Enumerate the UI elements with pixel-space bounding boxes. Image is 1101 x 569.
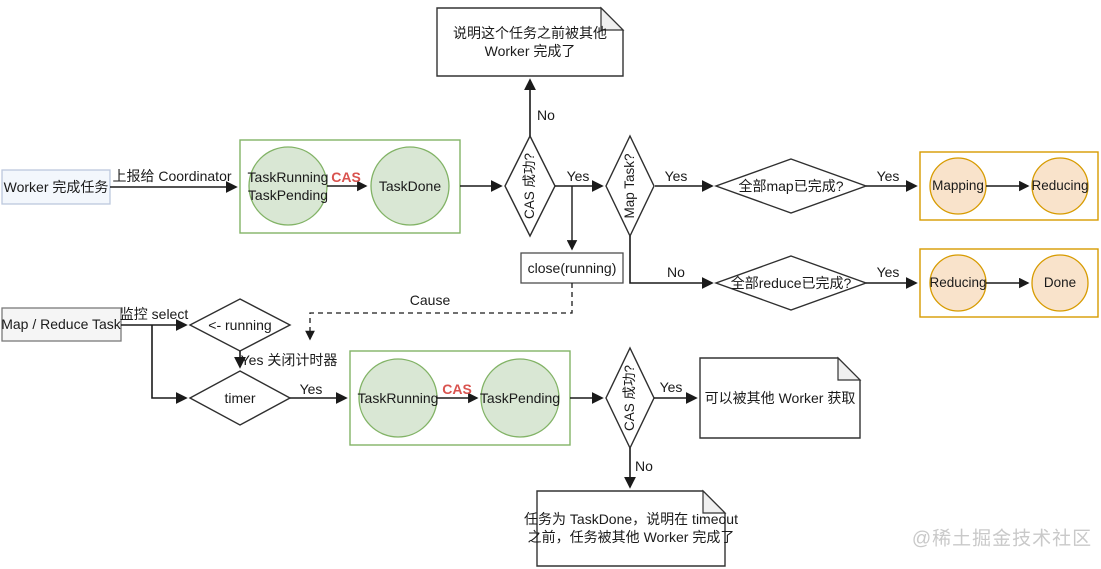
decision-all-map-done-label: 全部map已完成? [738,177,844,194]
edge-label-yes-cas-bottom: Yes [659,378,683,395]
state-taskpending-circle [480,358,560,438]
note-timeout-line1: 任务为 TaskDone，说明在 timeout [524,510,738,527]
state-reducing-top-label: Reducing [1031,178,1089,194]
decision-all-reduce-done-label: 全部reduce已完成? [730,274,852,291]
state-taskpending-label: TaskPending [479,389,561,406]
note-available-shape [699,357,861,439]
state-mapping-label: Mapping [932,178,984,194]
state-line1: TaskRunning [247,168,329,185]
edge-label-report: 上报给 Coordinator [112,167,232,184]
decision-timer-label: timer [224,389,256,406]
edge-label-no-cas-bottom: No [635,457,653,474]
watermark: @稀土掘金技术社区 [911,528,1093,550]
note-timeout-line2: 之前，任务被其他 Worker 完成了 [527,529,735,545]
edge-label-yes-allreduce: Yes [876,263,900,280]
decision-map-task-label: Map Task? [622,153,638,219]
edge-label-no-top: No [537,106,555,123]
decision-timer [188,370,292,426]
state-taskrunning-taskpending-label: TaskRunning TaskPending [248,168,329,204]
edge-branch-to-timer [151,325,188,404]
decision-all-reduce-done [713,255,869,311]
edge-label-yes-close-timer: Yes 关闭计时器 [240,351,338,368]
edge-label-yes-cas-top: Yes [566,167,590,184]
decision-all-map-done [713,158,869,214]
cas-label-bottom: CAS [442,380,472,397]
map-reduce-task-box [1,307,122,342]
worker-done-box [1,169,111,205]
state-done-label: Done [1043,275,1077,291]
state-done-circle [1031,254,1089,312]
decision-cas-success-top-label: CAS 成功? [522,152,538,220]
close-running-label: close(running) [527,259,617,276]
state-taskrunning-label: TaskRunning [357,389,439,406]
state-taskdone-label: TaskDone [378,177,442,194]
decision-cas-success-top [504,134,556,238]
edge-label-monitor-select: 监控 select [119,305,189,322]
note-fold-icon [702,489,727,514]
note-completed-by-other-shape [436,7,624,77]
note-fold-icon [837,356,862,381]
edge-label-cause: Cause [409,291,451,308]
state-reducing-circle-top [1031,157,1089,215]
edge-label-yes-allmap: Yes [876,167,900,184]
edge-label-yes-maptask: Yes [664,167,688,184]
edge-label-no-maptask: No [667,263,685,280]
cas-label-top: CAS [331,168,361,185]
note-completed-by-other-text: 说明这个任务之前被其他 Worker 完成了 [453,24,607,59]
state-reducing-bottom-label: Reducing [929,275,987,291]
state-line2: TaskPending [247,187,329,203]
edge-label-yes-timer: Yes [299,380,323,397]
state-taskdone-circle [370,146,450,226]
worker-done-label: Worker 完成任务 [3,178,109,195]
edge-maptask-no [629,236,714,289]
decision-cas-success-bottom-label: CAS 成功? [622,364,638,432]
note-timeout-text: 任务为 TaskDone，说明在 timeout 之前，任务被其他 Worker… [524,510,738,546]
note-available-text: 可以被其他 Worker 获取 [704,389,856,406]
map-reduce-task-label: Map / Reduce Task [1,315,121,332]
note-timeout-shape [536,490,726,567]
decision-recv-running-label: <- running [208,316,272,333]
note-fold-icon [600,6,625,31]
